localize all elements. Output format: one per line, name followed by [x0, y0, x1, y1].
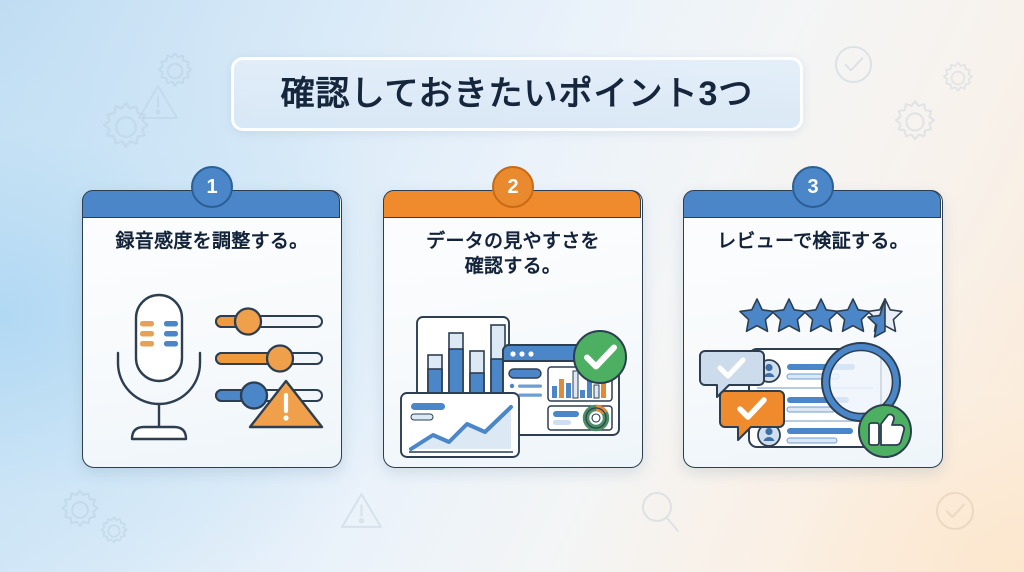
warning-triangle-icon	[136, 82, 180, 122]
gear-icon	[95, 96, 157, 158]
card-illustration-3	[684, 297, 942, 461]
slider-orange-2	[215, 344, 323, 373]
card-number-badge-1: 1	[191, 166, 233, 208]
point-card-1[interactable]: 1 録音感度を調整する。	[82, 166, 342, 468]
card-title-1: 録音感度を調整する。	[115, 231, 309, 252]
donut-chart	[547, 404, 613, 432]
microphone-icon	[116, 293, 202, 441]
warning-triangle-icon	[339, 490, 384, 531]
gear-icon	[152, 48, 198, 94]
card-illustration-1	[83, 287, 341, 459]
slider-orange-1	[215, 307, 323, 336]
check-circle-icon	[833, 44, 874, 85]
card-title-3: レビューで検証する。	[717, 231, 909, 252]
gear-icon	[888, 95, 942, 149]
page-title: 確認しておきたいポイント3つ	[280, 75, 754, 113]
card-number-badge-2: 2	[492, 166, 534, 208]
avatar-row	[757, 423, 853, 447]
card-number-badge-3: 3	[792, 166, 834, 208]
line-chart-panel	[400, 392, 520, 458]
warning-triangle-icon	[248, 379, 324, 429]
card-title-2-line1: データの見やすさを	[426, 231, 600, 252]
card-illustration-2	[384, 311, 642, 463]
gear-icon	[938, 58, 978, 98]
magnifier-icon	[639, 489, 683, 535]
speech-bubble-check-orange	[719, 390, 785, 441]
point-card-3[interactable]: 3 レビューで検証する。	[683, 166, 943, 468]
gear-icon	[96, 513, 132, 549]
check-circle-icon	[934, 490, 976, 532]
page-title-box: 確認しておきたいポイント3つ	[231, 57, 803, 131]
check-circle-badge	[573, 330, 627, 384]
gear-icon	[55, 485, 105, 535]
magnifier-icon	[821, 342, 911, 448]
point-card-2[interactable]: 2 データの見やすさを 確認する。	[383, 166, 643, 468]
card-title-2-line2: 確認する。	[464, 256, 562, 278]
thumbs-up-badge	[858, 404, 912, 458]
card-title-2: データの見やすさを 確認する。	[396, 229, 630, 279]
mini-bar-chart	[547, 366, 613, 402]
star-rating	[739, 298, 903, 338]
